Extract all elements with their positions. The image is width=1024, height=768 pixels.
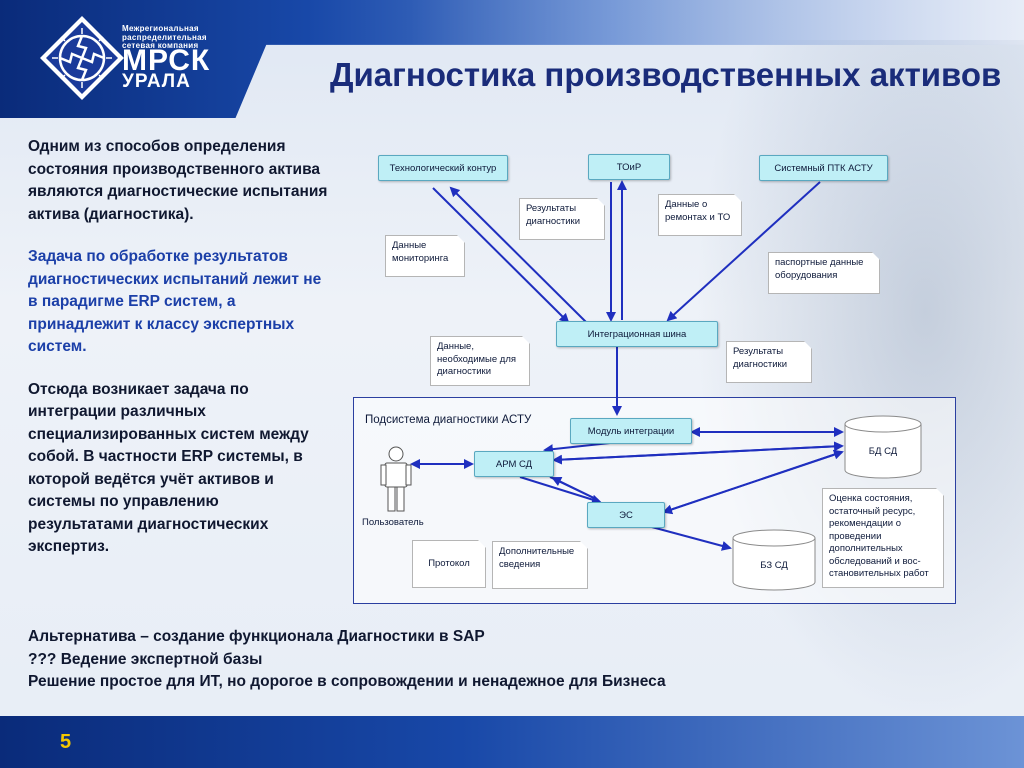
arrow-db-to-arm [552,445,843,465]
user-figure-icon [380,446,412,512]
arrow-es-to-kb [647,525,732,551]
arrow-ptk-to-bus [666,181,821,322]
note-protocol: Протокол [412,540,486,588]
note-repair-data: Данные о ремонтах и ТО [658,194,742,236]
node-ptk-astu: Системный ПТК АСТУ [759,155,888,181]
bottom-line-1: Альтернатива – создание функционала Диаг… [28,628,485,645]
paragraph-1: Одним из способов определения состояния … [28,138,328,223]
database-bd-sd-icon [844,415,922,479]
database-bz-sd-icon [732,529,816,591]
slide-title: Диагностика производственных активов [330,56,1002,93]
node-integration-bus: Интеграционная шина [556,321,718,347]
logo-tagline-line3: сетевая компания [122,41,199,50]
left-text-block: Одним из способов определения состояния … [28,136,328,579]
paragraph-2: Задача по обработке результатов диагност… [28,248,322,355]
note-needed-data: Данные, необходимые для диагностики [430,336,530,386]
node-tech-contour: Технологический контур [378,155,508,181]
database-bd-sd-label: БД СД [868,446,898,457]
arrow-db-to-es [662,451,843,515]
arrow-es-to-arm [551,477,599,501]
logo-tagline-line1: Межрегиональная [122,24,199,33]
arrow-arm-to-es [519,476,602,505]
footer-bar [0,716,1024,768]
arrow-module-to-arm [543,442,611,455]
company-logo-icon [40,16,124,100]
node-arm-sd: АРМ СД [474,451,554,477]
node-integration-module: Модуль интеграции [570,418,692,444]
note-assessment: Оценка состояния, остаточный ресурс, рек… [822,488,944,588]
database-bz-sd-label: БЗ СД [760,560,788,571]
logo-tagline-line2: распределительная [122,32,207,42]
bottom-line-2: ??? Ведение экспертной базы [28,650,263,668]
user-label: Пользователь [362,517,424,528]
node-es: ЭС [587,502,665,528]
note-extra-info: Дополнительные сведения [492,541,588,589]
bottom-line-3: Решение простое для ИТ, но дорогое в соп… [28,673,666,690]
bottom-text-block: Альтернатива – создание функционала Диаг… [28,626,666,694]
logo-region: УРАЛА [122,71,191,92]
note-diag-results-mid: Результаты диагностики [726,341,812,383]
logo-name: МРСК [122,44,211,77]
note-monitoring-data: Данные мониторинга [385,235,465,277]
note-passport-data: паспортные данные оборудования [768,252,880,294]
subsystem-label: Подсистема диагностики АСТУ [365,414,532,426]
arrow-tech-to-bus [432,187,570,324]
logo-tagline: Межрегиональная распределительная сетева… [122,24,207,51]
page-number: 5 [60,731,72,753]
note-diag-results-top: Результаты диагностики [519,198,605,240]
paragraph-3: Отсюда возникает задача по интеграции ра… [28,380,309,556]
arrow-bus-to-tech [449,186,587,323]
node-toir: ТОиР [588,154,670,180]
